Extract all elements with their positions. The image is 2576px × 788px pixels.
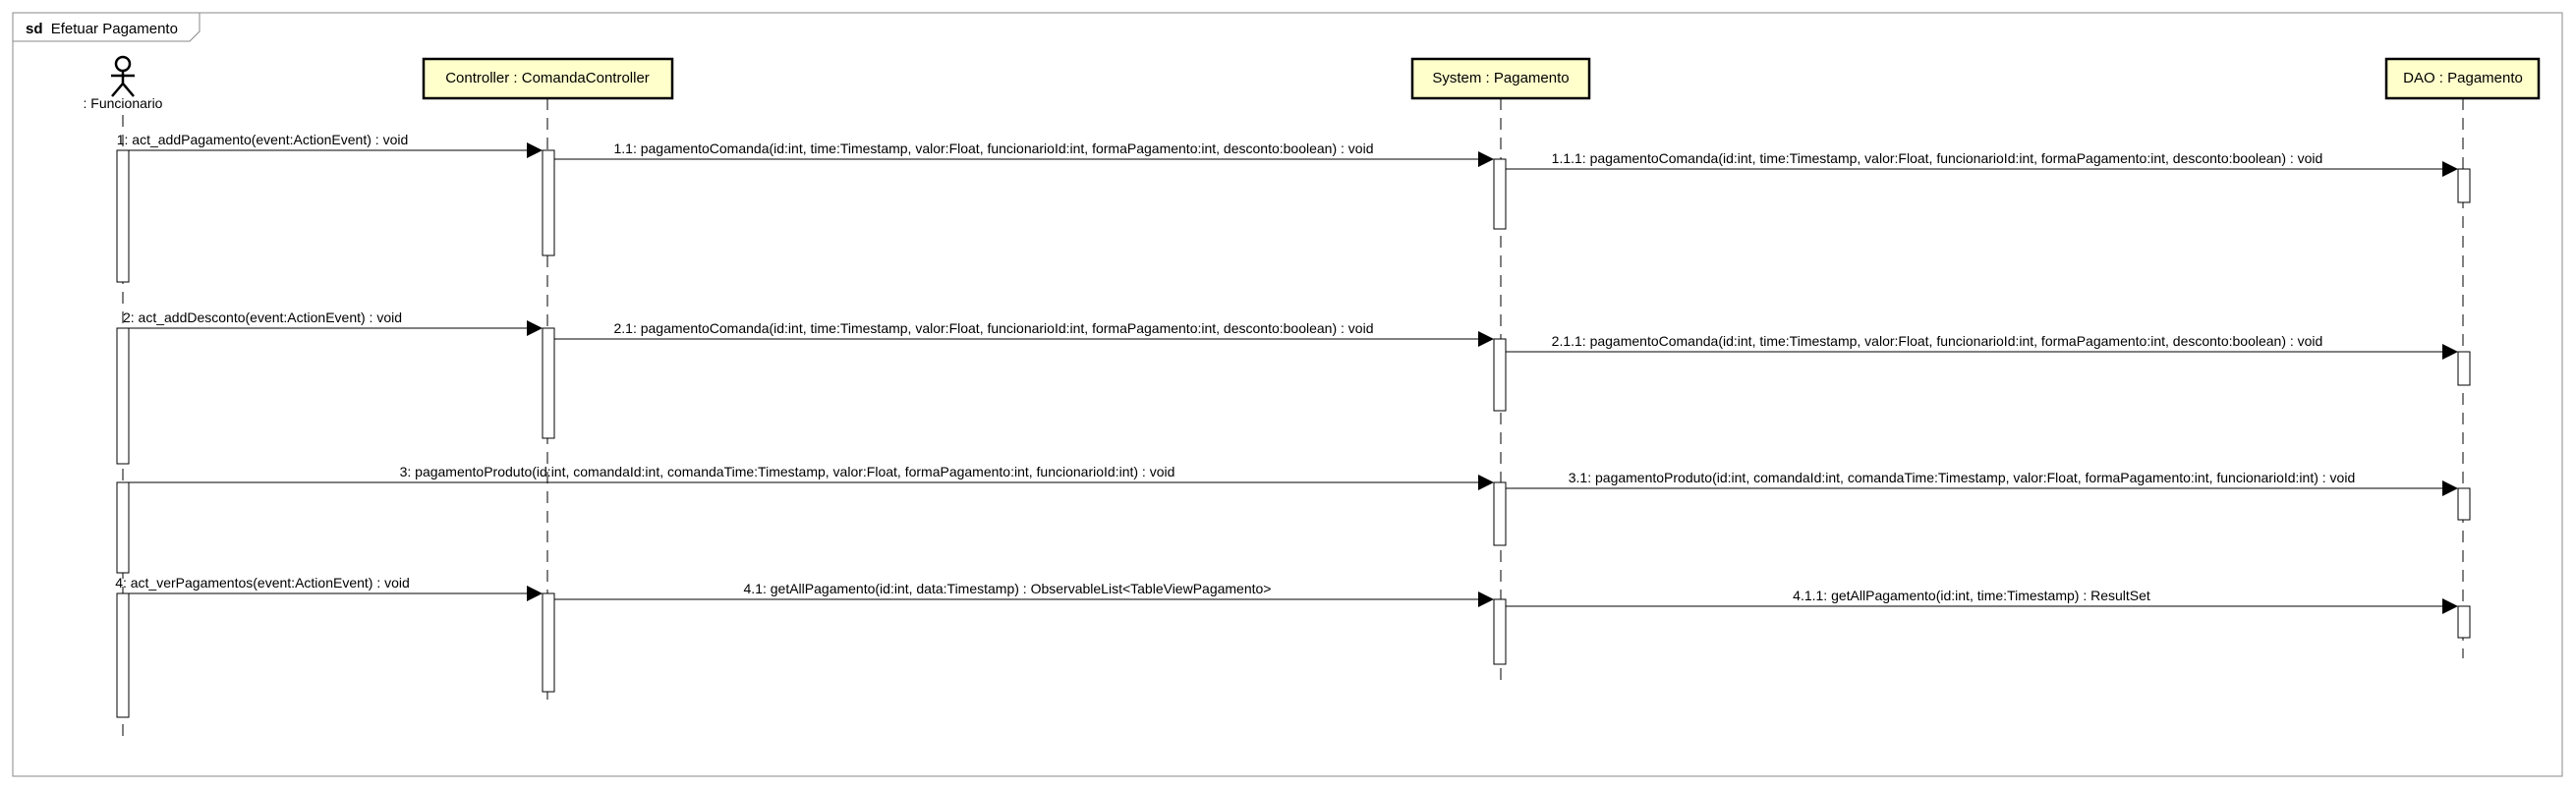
lifeline-head-dao[interactable]: DAO : Pagamento — [2384, 57, 2541, 100]
activation-bar — [542, 149, 555, 256]
activation-bar — [116, 327, 130, 465]
lifeline-label-system: System : Pagamento — [1432, 70, 1569, 86]
message-label: 4.1.1: getAllPagamento(id:int, time:Time… — [1793, 588, 2150, 603]
actor-label: : Funcionario — [84, 95, 163, 111]
activation-bar — [1493, 598, 1507, 665]
message-4-1-1[interactable]: 4.1.1: getAllPagamento(id:int, time:Time… — [1506, 588, 2458, 614]
message-label: 2: act_addDesconto(event:ActionEvent) : … — [123, 310, 402, 325]
activation-bar — [1493, 158, 1507, 230]
activation-bar — [542, 592, 555, 693]
message-3-1[interactable]: 3.1: pagamentoProduto(id:int, comandaId:… — [1506, 470, 2458, 496]
activation-bar — [2457, 605, 2471, 639]
activation-bar — [2457, 487, 2471, 521]
message-label: 3: pagamentoProduto(id:int, comandaId:in… — [400, 464, 1175, 479]
message-2-1-1[interactable]: 2.1.1: pagamentoComanda(id:int, time:Tim… — [1506, 333, 2458, 360]
activation-bar — [2457, 168, 2471, 203]
lifeline-label-dao: DAO : Pagamento — [2403, 70, 2523, 86]
message-label: 1.1: pagamentoComanda(id:int, time:Times… — [613, 141, 1373, 156]
actor-funcionario[interactable]: : Funcionario — [84, 55, 163, 111]
message-2[interactable]: 2: act_addDesconto(event:ActionEvent) : … — [123, 310, 543, 336]
activation-bar — [116, 592, 130, 718]
message-label: 2.1.1: pagamentoComanda(id:int, time:Tim… — [1552, 333, 2323, 349]
message-label: 1.1.1: pagamentoComanda(id:int, time:Tim… — [1552, 150, 2323, 166]
frame-label: sd Efetuar Pagamento — [26, 21, 178, 37]
activation-bar — [1493, 338, 1507, 412]
frame-label-tab — [12, 12, 200, 42]
message-1-1[interactable]: 1.1: pagamentoComanda(id:int, time:Times… — [554, 141, 1494, 167]
message-4[interactable]: 4: act_verPagamentos(event:ActionEvent) … — [115, 575, 543, 601]
activation-bar — [2457, 351, 2471, 386]
activation-bar — [542, 327, 555, 439]
lifeline-head-controller[interactable]: Controller : ComandaController — [422, 57, 674, 100]
lifeline-head-system[interactable]: System : Pagamento — [1410, 57, 1591, 100]
frame-title: Efetuar Pagamento — [51, 21, 178, 37]
message-label: 4.1: getAllPagamento(id:int, data:Timest… — [744, 581, 1272, 596]
message-1-1-1[interactable]: 1.1.1: pagamentoComanda(id:int, time:Tim… — [1506, 150, 2458, 177]
message-label: 1: act_addPagamento(event:ActionEvent) :… — [117, 132, 409, 147]
stick-figure-icon — [111, 55, 135, 97]
message-4-1[interactable]: 4.1: getAllPagamento(id:int, data:Timest… — [554, 581, 1494, 607]
diagram-frame — [12, 12, 2563, 777]
activation-bar — [1493, 481, 1507, 546]
message-2-1[interactable]: 2.1: pagamentoComanda(id:int, time:Times… — [554, 320, 1494, 347]
message-label: 4: act_verPagamentos(event:ActionEvent) … — [115, 575, 410, 591]
message-3[interactable]: 3: pagamentoProduto(id:int, comandaId:in… — [129, 464, 1494, 490]
message-label: 2.1: pagamentoComanda(id:int, time:Times… — [613, 320, 1373, 336]
message-label: 3.1: pagamentoProduto(id:int, comandaId:… — [1569, 470, 2355, 485]
activation-bar — [116, 149, 130, 283]
message-1[interactable]: 1: act_addPagamento(event:ActionEvent) :… — [117, 132, 543, 158]
lifeline-label-controller: Controller : ComandaController — [445, 70, 650, 86]
frame-keyword: sd — [26, 21, 43, 37]
activation-bar — [116, 481, 130, 574]
